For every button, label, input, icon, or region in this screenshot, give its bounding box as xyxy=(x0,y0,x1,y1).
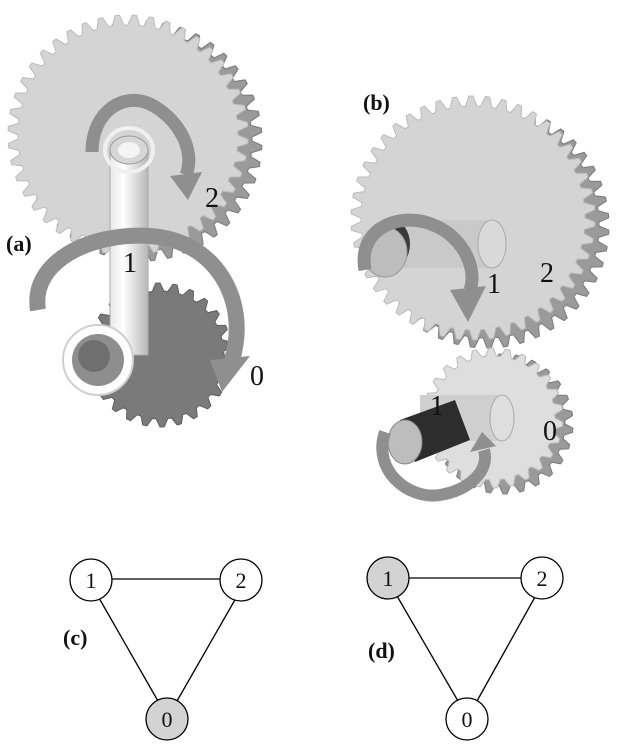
panel-a-label: (a) xyxy=(6,231,32,256)
node-c-2 xyxy=(219,558,263,602)
panel-d-graph: 1 2 0 (d) xyxy=(366,556,564,741)
shaft-b1-label: 1 xyxy=(430,391,444,422)
rotation-arrow-a1 xyxy=(29,227,250,392)
node-d-0-label: 0 xyxy=(462,707,473,732)
node-d-2 xyxy=(520,556,564,600)
rotation-arrow-b1-bottom xyxy=(376,430,496,502)
edge-d-1-0 xyxy=(396,595,459,702)
node-d-0 xyxy=(445,697,489,741)
node-d-1-label: 1 xyxy=(383,566,394,591)
panel-d-label: (d) xyxy=(368,638,395,663)
gearB2-body xyxy=(350,95,596,341)
gear-b2 xyxy=(350,95,596,341)
gear-b2-label: 2 xyxy=(540,258,554,289)
bearing-a2 xyxy=(103,126,155,174)
hub-a0 xyxy=(62,324,134,396)
gear-a2-label: 2 xyxy=(205,183,219,214)
node-d-1 xyxy=(366,556,410,600)
edge-c-2-0 xyxy=(176,597,237,702)
node-c-1-label: 1 xyxy=(86,568,97,593)
node-c-0-label: 0 xyxy=(162,707,173,732)
gear-a0-label: 0 xyxy=(250,361,264,392)
link-a1-shaft xyxy=(109,135,149,356)
node-d-2-label: 2 xyxy=(537,566,548,591)
panel-a: (a) 1 2 0 xyxy=(6,14,264,428)
gear-b0-label: 0 xyxy=(543,416,557,447)
rotation-arrow-b1-top xyxy=(357,213,486,322)
panel-c-label: (c) xyxy=(63,625,87,650)
link-a1-label: 1 xyxy=(123,248,137,279)
node-c-1 xyxy=(69,558,113,602)
edge-c-1-0 xyxy=(98,597,159,702)
edge-d-2-0 xyxy=(476,596,536,702)
link-b1-label: 1 xyxy=(487,269,501,300)
rotation-arrow-a2 xyxy=(85,93,202,200)
node-c-2-label: 2 xyxy=(236,568,247,593)
panel-c-graph: 1 2 0 (c) xyxy=(63,558,263,741)
panel-b: (b) 1 2 1 0 xyxy=(350,90,610,502)
node-c-0 xyxy=(145,697,189,741)
panel-b-label: (b) xyxy=(363,90,390,115)
